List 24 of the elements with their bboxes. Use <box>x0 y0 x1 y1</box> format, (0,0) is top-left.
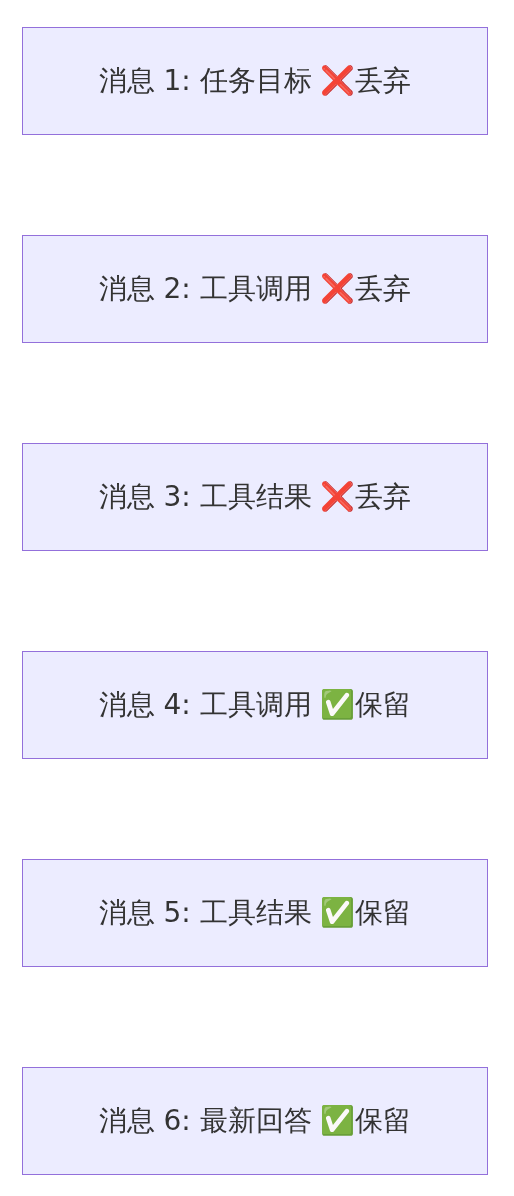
node-text: 消息 1: 任务目标 <box>98 63 313 99</box>
emoji-icon: ✅ <box>320 691 356 719</box>
message-box <box>22 27 488 135</box>
message-box <box>22 443 488 551</box>
node-text: 消息 6: 最新回答 <box>98 1103 313 1139</box>
node-text: 消息 4: 工具调用 <box>98 687 313 723</box>
emoji-icon: ❌ <box>320 483 356 511</box>
node-text: 丢弃 <box>355 271 412 307</box>
emoji-icon: ✅ <box>320 899 356 927</box>
message-box <box>22 1067 488 1175</box>
node-text: 消息 5: 工具结果 <box>98 895 313 931</box>
message-box <box>22 859 488 967</box>
node-text: 保留 <box>355 1103 412 1139</box>
message-box <box>22 651 488 759</box>
node-text: 消息 2: 工具调用 <box>98 271 313 307</box>
node-text: 消息 3: 工具结果 <box>98 479 313 515</box>
node-text: 保留 <box>355 687 412 723</box>
node-text: 丢弃 <box>355 479 412 515</box>
emoji-icon: ❌ <box>320 67 356 95</box>
message-box <box>22 235 488 343</box>
node-text: 丢弃 <box>355 63 412 99</box>
emoji-icon: ✅ <box>320 1107 356 1135</box>
emoji-icon: ❌ <box>320 275 356 303</box>
node-text: 保留 <box>355 895 412 931</box>
